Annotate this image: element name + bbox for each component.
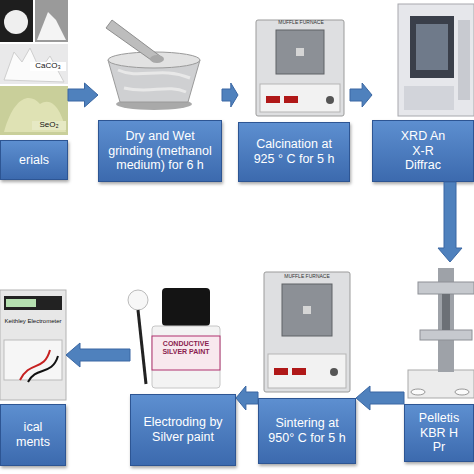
flow-arrow <box>350 83 372 107</box>
raw-materials-photo <box>0 0 68 135</box>
hydraulic-press <box>408 268 474 398</box>
process-box: Sintering at 950° C for 5 h <box>258 398 356 464</box>
step-text: Sintering at 950° C for 5 h <box>263 416 351 446</box>
process-step: XRD An X-R Diffrac <box>372 2 474 182</box>
process-box: ical ments <box>0 404 66 466</box>
flow-arrow <box>236 386 258 410</box>
step-text: Dry and Wet grinding (methanol medium) f… <box>103 129 217 173</box>
flow-arrow <box>356 386 404 410</box>
silver-paint-bottle <box>128 288 220 388</box>
photo-label: SeO₂ <box>32 121 66 130</box>
photo-label: CONDUCTIVE SILVER PAINT <box>154 340 218 355</box>
process-box: Pelletis KBR H Pr <box>404 404 474 462</box>
flow-arrow <box>68 83 98 107</box>
flow-arrow <box>66 343 130 367</box>
step-text: Electroding by Silver paint <box>135 415 231 445</box>
process-step: Electroding by Silver paint <box>130 286 236 466</box>
step-text: ical ments <box>13 420 53 450</box>
step-text: Calcination at 925 ° C for 5 h <box>244 137 344 167</box>
flow-arrow <box>438 182 462 262</box>
process-box: Dry and Wet grinding (methanol medium) f… <box>98 120 222 182</box>
flow-arrow <box>222 83 238 107</box>
muffle-furnace <box>264 272 350 392</box>
photo-label: Keithley Electrometer <box>4 318 62 325</box>
photo-label: CaCO₃ <box>30 62 66 71</box>
process-box: erials <box>0 140 68 180</box>
step-text: Pelletis KBR H Pr <box>412 411 466 455</box>
process-step: Dry and Wet grinding (methanol medium) f… <box>98 2 222 182</box>
process-step: Sintering at 950° C for 5 h <box>258 266 356 466</box>
process-step: Pelletis KBR H Pr <box>404 262 474 462</box>
muffle-furnace <box>256 20 344 116</box>
process-box: XRD An X-R Diffrac <box>372 120 474 182</box>
photo-label: MUFFLE FURNACE <box>258 20 344 26</box>
process-box: Calcination at 925 ° C for 5 h <box>238 122 350 182</box>
step-text: erials <box>19 153 49 168</box>
photo-label: MUFFLE FURNACE <box>266 274 348 280</box>
xrd-diffractometer <box>398 4 474 116</box>
process-step: ical ments <box>0 286 66 466</box>
mortar-pestle <box>106 20 200 110</box>
step-text: XRD An X-R Diffrac <box>395 129 451 173</box>
process-step: erials <box>0 0 68 182</box>
electrometer <box>0 290 66 400</box>
process-box: Electroding by Silver paint <box>130 394 236 466</box>
process-step: Calcination at 925 ° C for 5 h <box>238 2 350 182</box>
